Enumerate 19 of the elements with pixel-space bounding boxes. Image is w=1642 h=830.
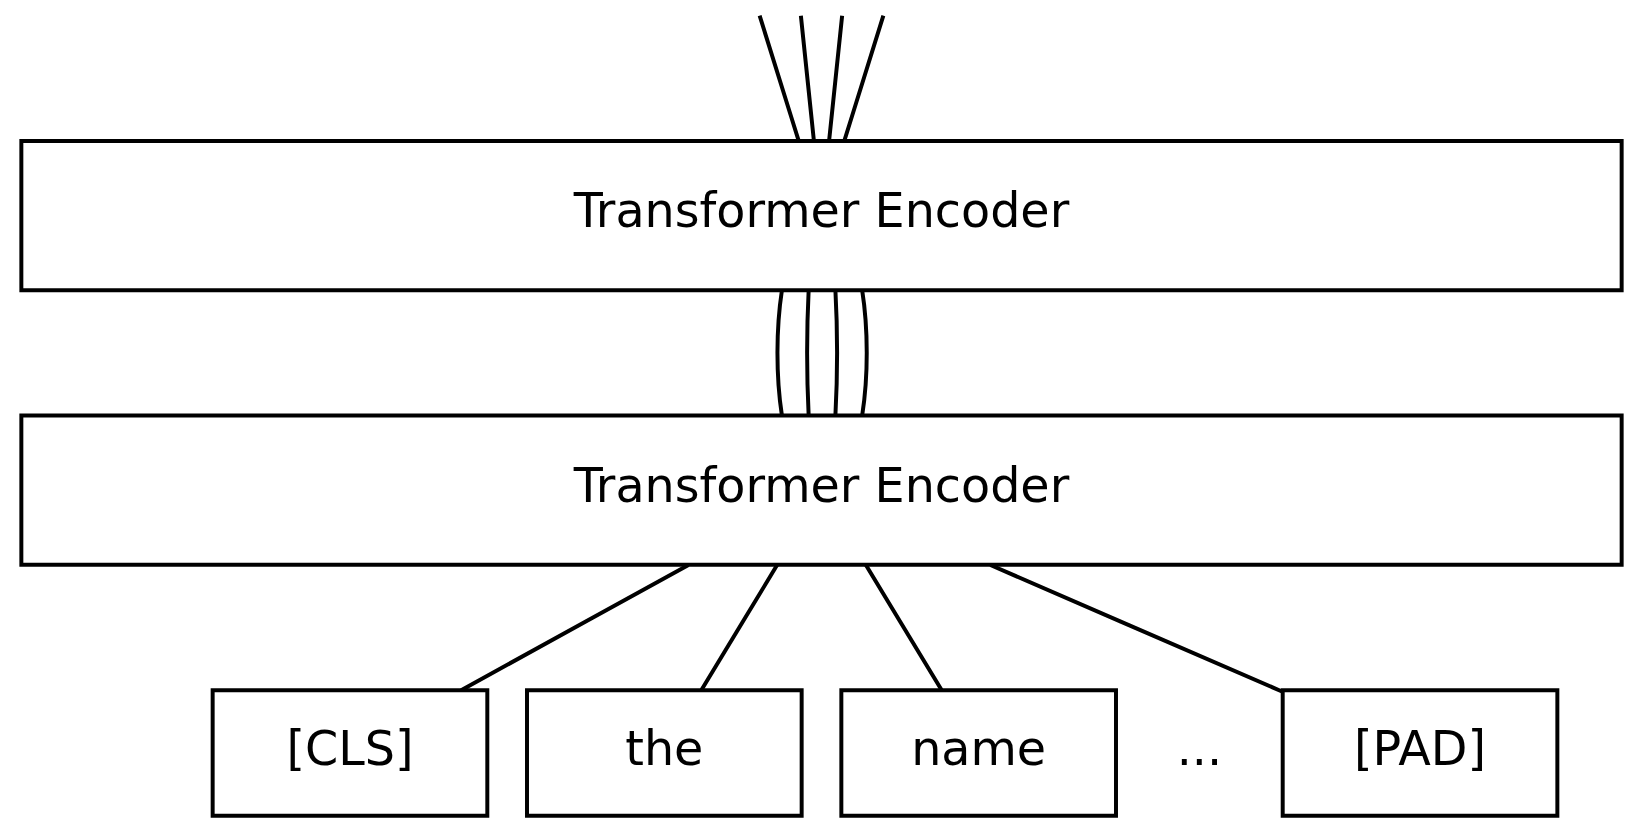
- label: ...: [1176, 720, 1222, 776]
- connector: [826, 15, 844, 141]
- connector: [774, 289, 784, 416]
- connector: [459, 563, 689, 692]
- connector: [842, 15, 885, 142]
- node-box: name: [838, 688, 1118, 818]
- connector: [859, 289, 869, 416]
- connector: [798, 15, 816, 141]
- connector: [989, 563, 1283, 694]
- node-box: [CLS]: [210, 688, 489, 818]
- connector: [757, 15, 800, 142]
- node-box: [PAD]: [1280, 688, 1559, 818]
- node-box: the: [524, 688, 804, 818]
- connector: [863, 563, 943, 691]
- node-box: Transformer Encoder: [18, 413, 1624, 567]
- node-box: Transformer Encoder: [18, 138, 1624, 293]
- connector: [699, 563, 779, 691]
- connector: [804, 290, 811, 416]
- connector: [832, 290, 839, 416]
